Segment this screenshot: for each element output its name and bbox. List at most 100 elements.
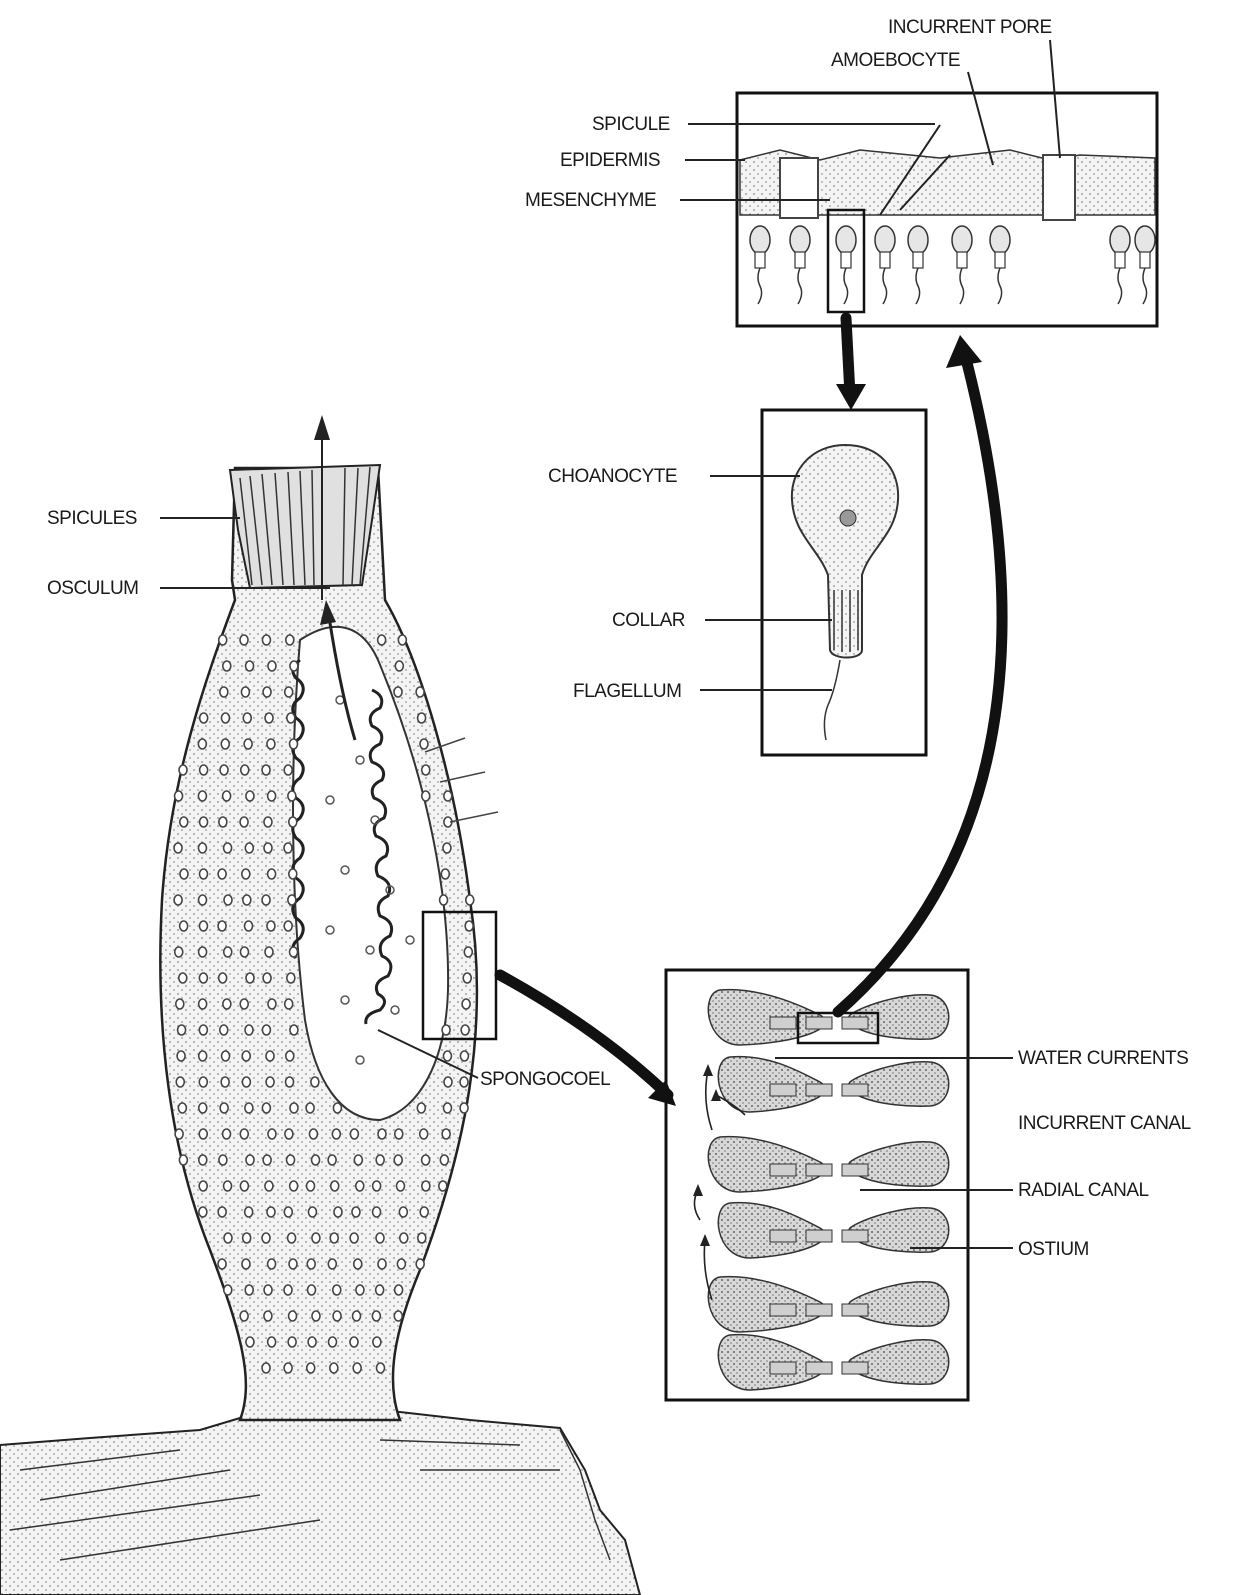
ostium-pore [285, 999, 293, 1009]
ostium-pore [223, 661, 231, 671]
ostium-pore [289, 1311, 297, 1321]
ostium-pore [241, 687, 249, 697]
ostium-pore [330, 1363, 338, 1373]
label-amoebocyte: AMOEBOCYTE [831, 50, 960, 71]
label-osculum: OSCULUM [47, 578, 139, 599]
ostium-pore [440, 895, 448, 905]
ostium-pore [334, 1207, 342, 1217]
ostium-pore [378, 635, 386, 645]
choanocyte-cluster [842, 1230, 868, 1242]
ostium-pore [376, 1233, 384, 1243]
ostium-pore [200, 713, 208, 723]
ostium-pore [311, 1077, 319, 1087]
ostium-pore [265, 713, 273, 723]
ostium-pore [264, 817, 272, 827]
ostium-pore [353, 1363, 361, 1373]
ostium-pore [328, 1259, 336, 1269]
ostium-pore [462, 999, 470, 1009]
ostium-pore [284, 843, 292, 853]
ostium-pore [286, 1077, 294, 1087]
ostium-pore [373, 1337, 381, 1347]
ostium-pore [312, 1311, 320, 1321]
ostium-pore [223, 1129, 231, 1139]
ostium-pore [287, 713, 295, 723]
label-flagellum: FLAGELLUM [573, 681, 681, 702]
ostium-pore [288, 1337, 296, 1347]
ostium-pore [395, 1129, 403, 1139]
ostium-pore [463, 973, 471, 983]
ostium-pore [268, 869, 276, 879]
ostium-pore [356, 1285, 364, 1295]
ostium-pore [460, 1077, 468, 1087]
ostium-pore [223, 791, 231, 801]
ostium-pore [268, 661, 276, 671]
ostium-pore [356, 1181, 364, 1191]
choanocyte-cluster [806, 1362, 832, 1374]
ostium-pore [395, 1285, 403, 1295]
ostium-pore [418, 1233, 426, 1243]
ostium-pore [199, 999, 207, 1009]
ostium-pore [246, 973, 254, 983]
choanocyte-cluster [770, 1017, 796, 1029]
ostium-pore [461, 1025, 469, 1035]
ostium-pore [265, 947, 273, 957]
choanocyte-cluster [806, 1017, 832, 1029]
ostium-pore [199, 947, 207, 957]
ostium-pore [289, 869, 297, 879]
ostium-pore [262, 895, 270, 905]
ostium-pore [289, 817, 297, 827]
label-spongocoel: SPONGOCOEL [480, 1069, 610, 1090]
choanocyte-cluster [806, 1304, 832, 1316]
ostium-pore [376, 1363, 384, 1373]
ostium-pore [179, 765, 187, 775]
ostium-pore [245, 1103, 253, 1113]
ostium-pore [284, 921, 292, 931]
ostium-pore [221, 1077, 229, 1087]
ostium-pore [308, 1207, 316, 1217]
ostium-pore [199, 1103, 207, 1113]
ostium-pore [353, 1311, 361, 1321]
ostium-pore [218, 1207, 226, 1217]
ostium-pore [242, 1259, 250, 1269]
choanocyte-cluster [806, 1164, 832, 1176]
ostium-pore [290, 1025, 298, 1035]
ostium-pore [263, 1155, 271, 1165]
ostium-pore [240, 1181, 248, 1191]
ostium-pore [224, 895, 232, 905]
ostium-pore [178, 1103, 186, 1113]
choanocyte-cluster [770, 1230, 796, 1242]
label-incurrent-pore: INCURRENT PORE [888, 17, 1052, 38]
ostium-pore [416, 687, 424, 697]
ostium-pore [372, 1311, 380, 1321]
ostium-pore [240, 947, 248, 957]
ostium-pore [221, 739, 229, 749]
ostium-pore [223, 999, 231, 1009]
ostium-pore [309, 1129, 317, 1139]
ostium-pore [245, 1285, 253, 1295]
ostium-pore [284, 765, 292, 775]
ostium-pore [224, 843, 232, 853]
ostium-pore [308, 1285, 316, 1295]
ostium-pore [439, 1181, 447, 1191]
ostium-pore [262, 1025, 270, 1035]
ostium-pore [287, 1155, 295, 1165]
ostium-pore [465, 921, 473, 931]
ostium-pore [422, 1181, 430, 1191]
ostium-pore [219, 635, 227, 645]
choanocyte-cluster [770, 1362, 796, 1374]
ostium-pore [290, 1103, 298, 1113]
ostium-pore [284, 1363, 292, 1373]
label-ostium: OSTIUM [1018, 1239, 1089, 1260]
ostium-pore [221, 713, 229, 723]
ostium-pore [420, 739, 428, 749]
choanocyte-cluster [842, 1017, 868, 1029]
ostium-pore [199, 1155, 207, 1165]
ostium-pore [376, 1285, 384, 1295]
ostium-pore [400, 1233, 408, 1243]
ostium-pore [220, 765, 228, 775]
ostium-pore [268, 1259, 276, 1269]
ostium-pore [222, 1051, 230, 1061]
ostium-pore [394, 1155, 402, 1165]
ostium-pore [245, 1025, 253, 1035]
ostium-pore [373, 1181, 381, 1191]
